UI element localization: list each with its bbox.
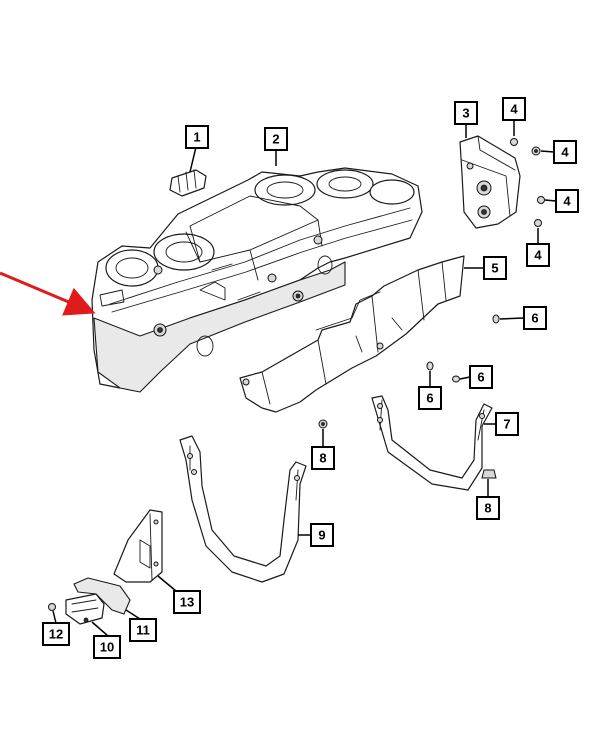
- callout-12-label: 12: [49, 627, 63, 642]
- hose-clip: [169, 169, 207, 197]
- nut-4-low: [534, 219, 542, 227]
- callout-6-right-label: 6: [531, 311, 538, 326]
- callout-2-label: 2: [272, 132, 279, 147]
- callout-3: 3: [454, 101, 478, 125]
- bolt-8-upper: [318, 419, 328, 429]
- nut-4-top: [510, 138, 518, 146]
- pointer-arrow: [0, 271, 96, 316]
- callout-4-top-label: 4: [510, 102, 518, 117]
- sensor-bracket: [113, 509, 163, 583]
- callout-4-right-label: 4: [561, 145, 569, 160]
- callout-6-right: 6: [523, 306, 547, 330]
- push-pin-6-right: [492, 314, 500, 324]
- callout-7-label: 7: [503, 417, 510, 432]
- callout-8-lower-label: 8: [484, 501, 491, 516]
- nut-4-mid: [537, 196, 545, 204]
- callout-6-side-label: 6: [477, 370, 484, 385]
- callout-2: 2: [264, 127, 288, 151]
- bolt-8-lower: [481, 469, 497, 479]
- callout-10: 10: [93, 635, 121, 659]
- callout-11-label: 11: [136, 623, 150, 638]
- callout-11: 11: [129, 618, 157, 642]
- callout-13: 13: [173, 590, 201, 614]
- callout-6-lower: 6: [418, 386, 442, 410]
- callout-12: 12: [42, 622, 70, 646]
- callout-4-right: 4: [553, 140, 577, 164]
- callout-5-label: 5: [491, 261, 498, 276]
- callout-13-label: 13: [180, 595, 194, 610]
- callout-6-side: 6: [469, 365, 493, 389]
- callout-4-top: 4: [502, 97, 526, 121]
- callout-4-mid-label: 4: [563, 194, 571, 209]
- callout-4-low-label: 4: [534, 248, 542, 263]
- sensor-shield: [73, 577, 131, 615]
- callout-4-low: 4: [526, 243, 550, 267]
- push-pin-6-side: [452, 375, 460, 383]
- heat-shield: [239, 255, 465, 413]
- callout-7: 7: [495, 412, 519, 436]
- callout-9: 9: [310, 523, 334, 547]
- fuel-tank: [91, 167, 423, 393]
- callout-3-label: 3: [462, 106, 469, 121]
- front-tank-strap: [179, 435, 307, 583]
- callout-6-lower-label: 6: [426, 391, 433, 406]
- callout-8-lower: 8: [476, 496, 500, 520]
- callout-4-mid: 4: [555, 189, 579, 213]
- nut-4-right: [531, 146, 541, 156]
- leader-lines: [52, 120, 557, 637]
- callout-8-upper-label: 8: [319, 451, 326, 466]
- callout-9-label: 9: [318, 528, 325, 543]
- callout-5: 5: [483, 256, 507, 280]
- sensor-module: [65, 593, 105, 625]
- nut-12: [48, 603, 56, 611]
- callout-10-label: 10: [100, 640, 114, 655]
- tank-mount-bracket: [459, 135, 521, 229]
- callout-1: 1: [185, 125, 209, 149]
- rear-tank-strap: [371, 395, 493, 491]
- callout-1-label: 1: [193, 130, 200, 145]
- callout-8-upper: 8: [311, 446, 335, 470]
- push-pin-6-lower: [426, 361, 434, 371]
